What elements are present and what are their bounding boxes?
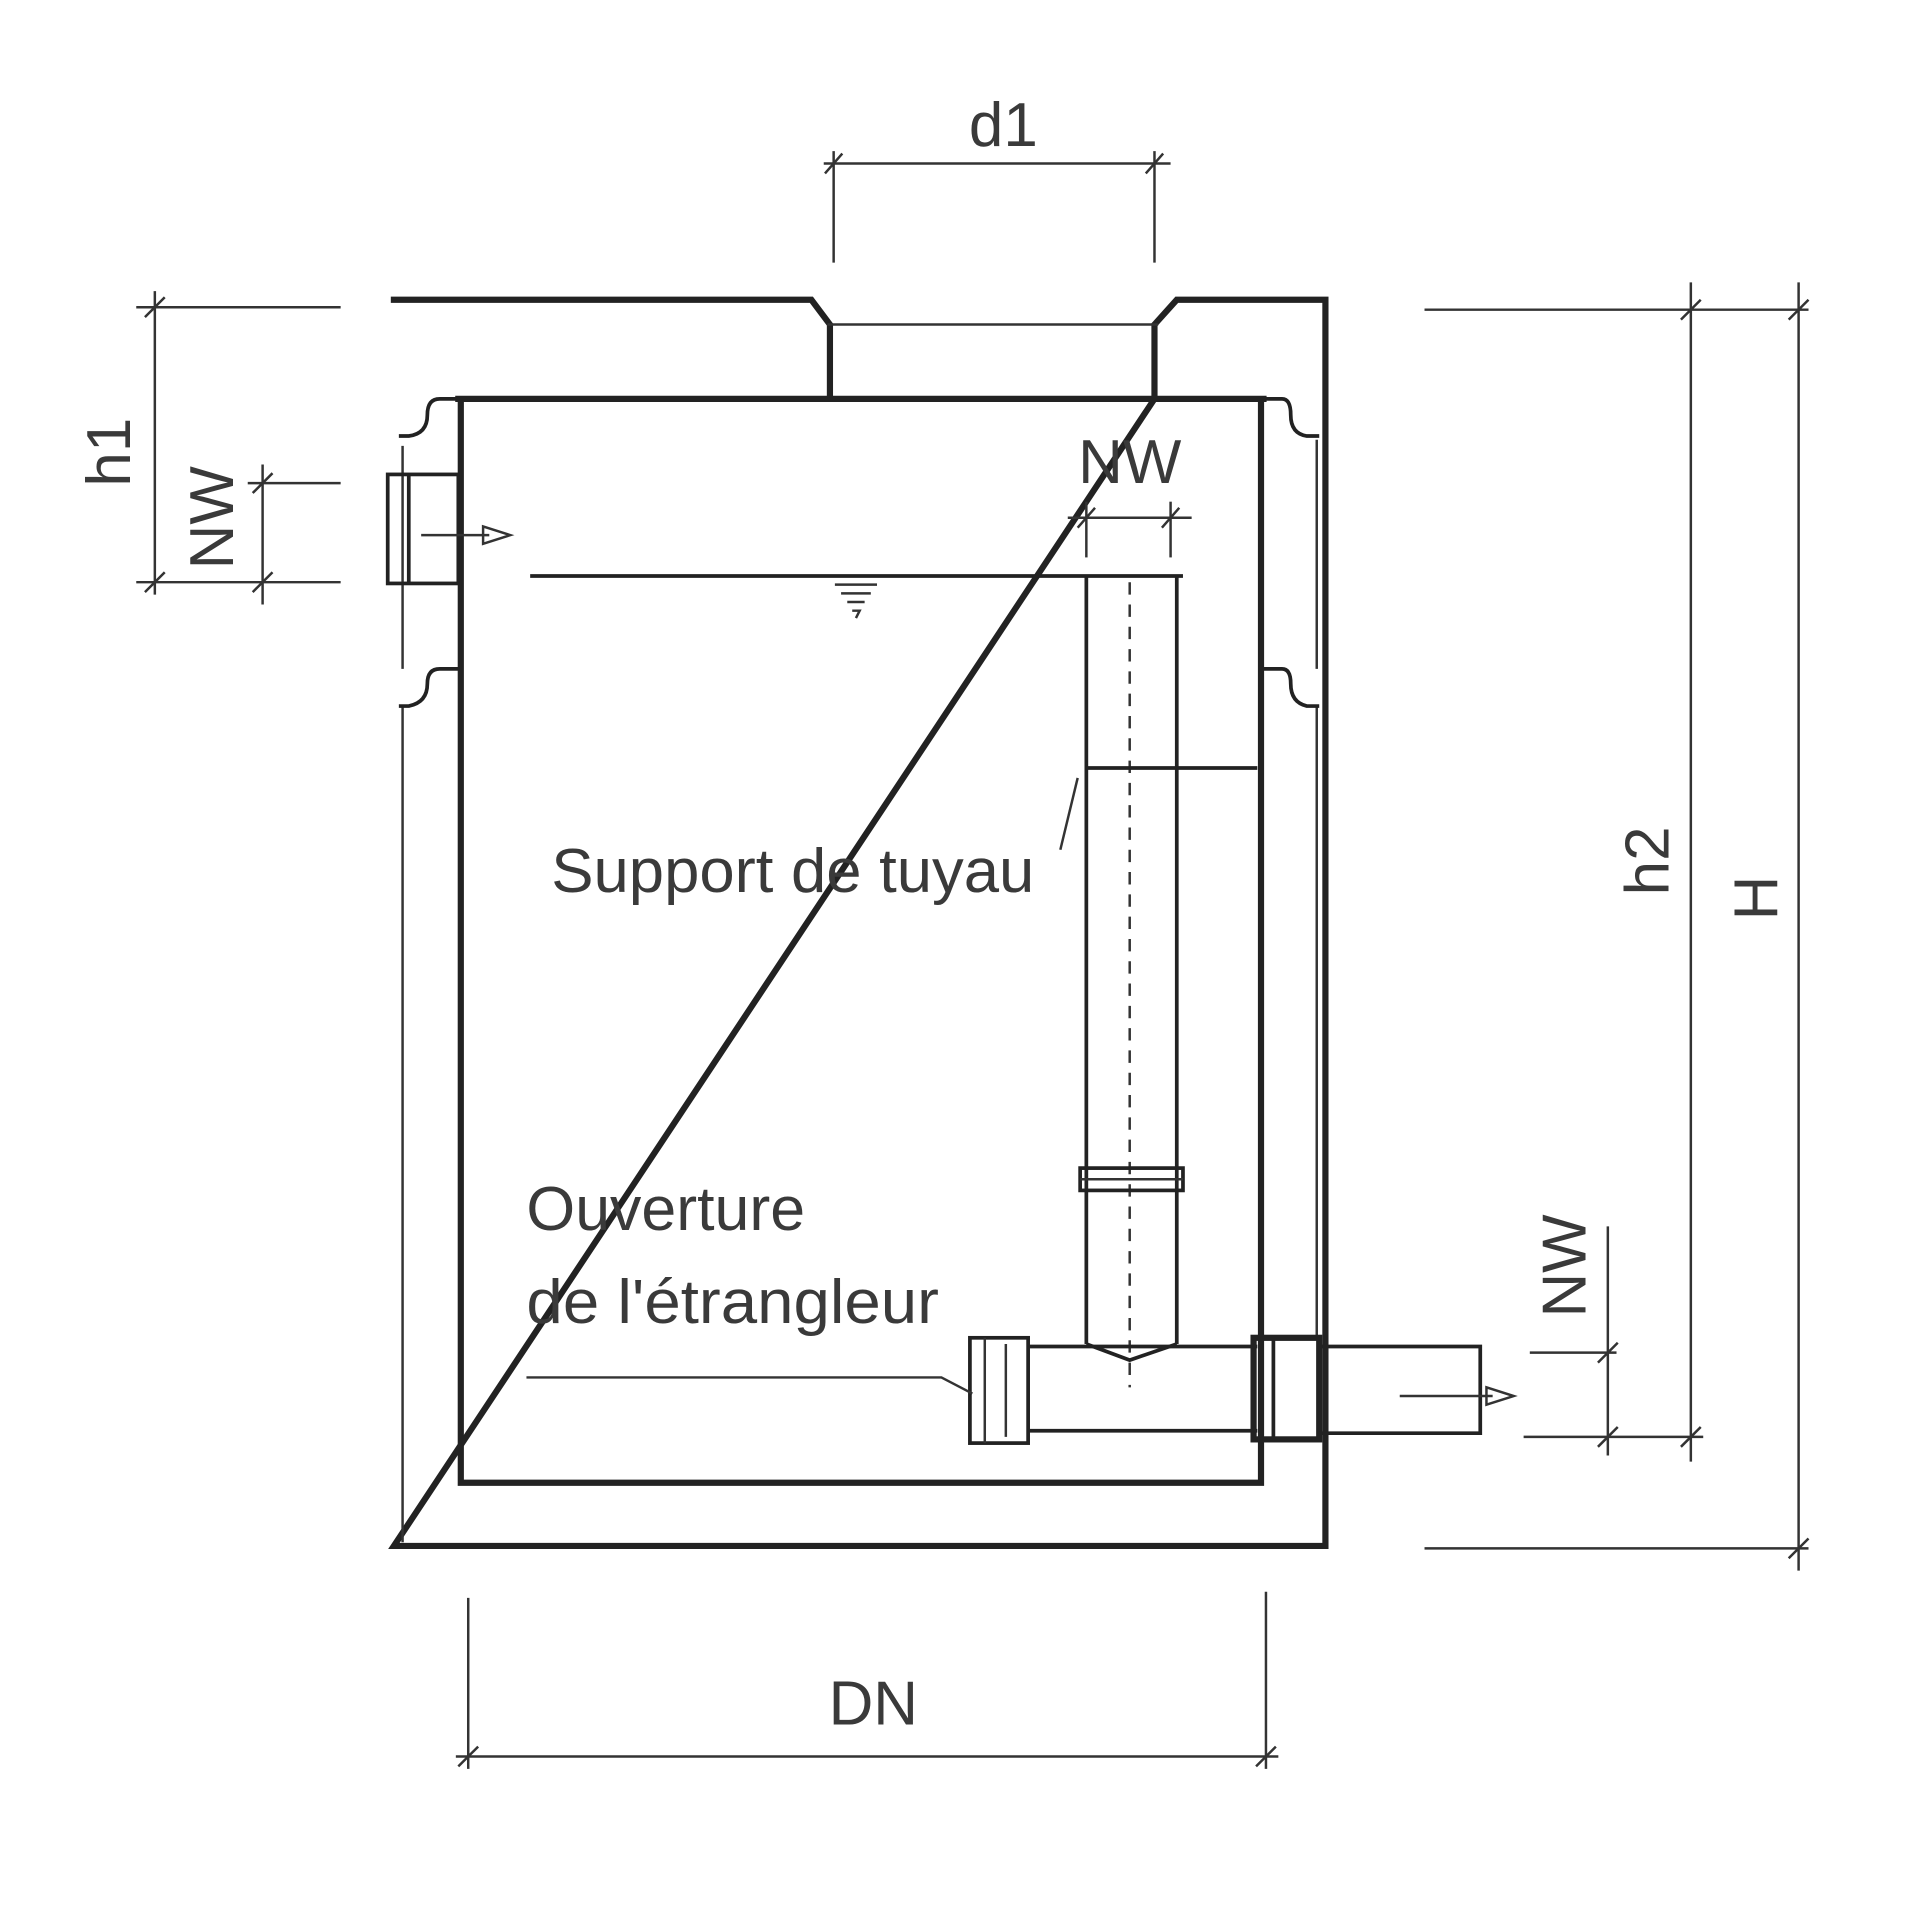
dimension-lines	[136, 151, 1810, 1769]
label-h1: h1	[75, 418, 144, 487]
label-nw-top: NW	[1078, 428, 1182, 497]
inlet-pipe	[385, 472, 515, 586]
label-opening-1: Ouverture	[526, 1175, 805, 1244]
label-nw-left: NW	[178, 466, 247, 570]
label-d1: d1	[969, 91, 1038, 160]
outer-shell	[388, 296, 1329, 1550]
water-level	[530, 574, 1183, 619]
inner-chamber	[398, 395, 1320, 1486]
label-H: H	[1723, 876, 1792, 921]
label-opening-2: de l'étrangleur	[526, 1268, 938, 1337]
label-nw-right: NW	[1531, 1214, 1600, 1318]
label-h2: h2	[1614, 826, 1683, 895]
outlet-pipe	[968, 1334, 1518, 1445]
label-DN: DN	[829, 1669, 918, 1738]
riser-pipe	[1059, 576, 1258, 1388]
label-support: Support de tuyau	[551, 837, 1034, 906]
